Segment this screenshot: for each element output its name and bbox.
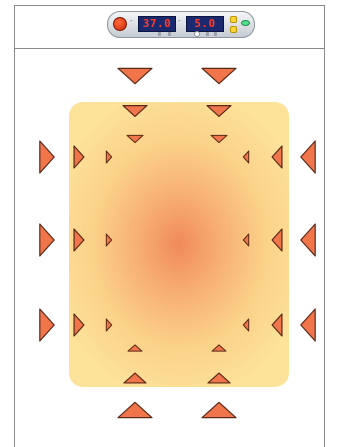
arrow-right-medium bbox=[74, 314, 84, 336]
arrow-left-large bbox=[301, 141, 315, 173]
arrow-up-large bbox=[118, 402, 152, 417]
arrow-up-medium bbox=[208, 373, 230, 383]
arrow-left-medium bbox=[272, 229, 282, 251]
arrow-left-medium bbox=[272, 146, 282, 168]
arrow-right-medium bbox=[74, 146, 84, 168]
arrow-up-small bbox=[212, 345, 226, 351]
arrow-up-medium bbox=[124, 373, 146, 383]
arrow-down-large bbox=[118, 68, 152, 83]
arrow-down-large bbox=[202, 68, 236, 83]
arrow-left-large bbox=[301, 309, 315, 341]
arrow-right-medium bbox=[74, 229, 84, 251]
arrow-left-small bbox=[243, 151, 248, 163]
arrow-down-small bbox=[211, 135, 227, 142]
arrow-up-large bbox=[202, 402, 236, 417]
arrow-down-small bbox=[127, 135, 143, 142]
arrow-right-large bbox=[40, 309, 54, 341]
arrow-right-small bbox=[106, 234, 111, 246]
arrow-right-small bbox=[106, 151, 111, 163]
arrow-right-large bbox=[40, 224, 54, 256]
arrow-right-large bbox=[40, 141, 54, 173]
arrow-left-small bbox=[243, 319, 248, 331]
arrow-up-small bbox=[128, 345, 142, 351]
arrow-down-medium bbox=[123, 106, 147, 117]
arrow-left-small bbox=[243, 234, 248, 246]
arrow-left-large bbox=[301, 224, 315, 256]
arrow-left-medium bbox=[272, 314, 282, 336]
arrow-right-small bbox=[106, 319, 111, 331]
arrow-down-medium bbox=[207, 106, 231, 117]
